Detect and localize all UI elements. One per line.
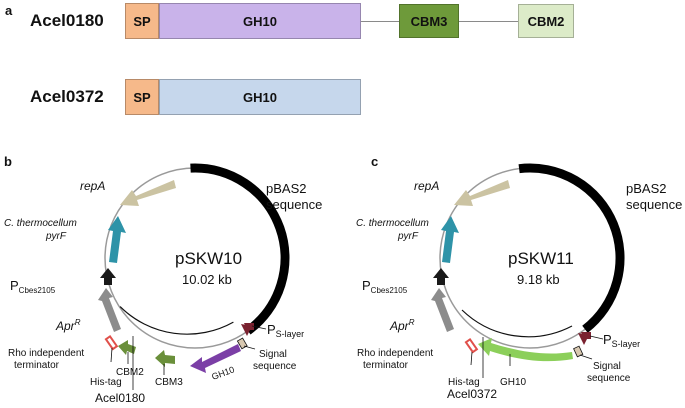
panel-label-b: b [4,154,12,169]
gh10-arrow-b [190,344,241,373]
cbm3-domain-acel0180: CBM3 [399,4,459,38]
his-tag-label-b: His-tag [90,377,122,388]
panel-label-a: a [5,3,13,18]
pbas2-label-line2-b: sequence [266,197,322,212]
leader-s-layer-b [251,325,267,330]
repA-arrow-c [454,180,510,206]
pyrF-label-line1-b: C. thermocellum [4,218,77,229]
aprR-arrow-b [98,288,121,332]
terminator-label-line2-c: terminator [363,360,409,371]
gene-name-acel0372: Acel0372 [30,87,104,106]
pyrF-arrow-c [441,216,459,263]
gh10-label-b: GH10 [210,364,236,381]
signal-sequence-box-c [573,345,584,358]
cbm3-arrow-b [155,350,175,367]
leader-signal-b [243,345,256,350]
pyrF-label-line2-c: pyrF [397,231,419,242]
plasmid-name-c: pSKW11 [508,249,574,268]
signal-label-line2-c: sequence [587,373,631,384]
promoter-cbes-label-b: PCbes2105 [10,278,56,295]
plasmid-b: pSKW10 10.02 kb pBAS2 sequence repA C. t… [4,163,322,405]
s-layer-promoter-arrow-body-c [581,332,591,339]
pyrF-label-line1-c: C. thermocellum [356,218,429,229]
leader-his-tag-b [110,347,113,363]
plasmid-size-c: 9.18 kb [517,272,560,287]
aprR-arrow-c [431,288,454,332]
signal-label-line1-c: Signal [593,361,621,372]
plasmid-size-b: 10.02 kb [182,272,232,287]
gh10-domain-acel0180: GH10 [159,3,361,39]
plasmid-name-b: pSKW10 [175,249,242,268]
terminator-marker-b [104,334,119,351]
gh10-arrow-c [478,338,573,362]
pbas2-label-line1-b: pBAS2 [266,181,306,196]
cbm3-label-b: CBM3 [155,377,183,388]
sp-domain-acel0180: SP [125,3,159,39]
terminator-label-line1-b: Rho independent [8,348,84,359]
pyrF-label-line2-b: pyrF [45,231,67,242]
leader-his-tag-c [470,351,473,366]
promoter-cbes-label-c: PCbes2105 [362,278,408,295]
pbas2-arc-c [518,163,625,333]
cbm2-label-b: CBM2 [116,367,144,378]
gene-name-acel0180: Acel0180 [30,11,104,30]
signal-label-line2-b: sequence [253,361,297,372]
promoter-cbes-arrow-c [433,268,449,285]
sp-domain-acel0372: SP [125,79,159,115]
repA-label-b: repA [80,179,105,193]
s-layer-label-c: PS-layer [603,332,640,349]
repA-label-c: repA [414,179,439,193]
cbm2-arrow-b [118,340,136,355]
his-tag-label-c: His-tag [448,377,480,388]
plasmid-c: pSKW11 9.18 kb pBAS2 sequence repA C. th… [356,163,682,401]
panel-label-c: c [371,154,378,169]
cbm2-domain-acel0180: CBM2 [518,4,574,38]
terminator-label-line2-b: terminator [14,360,60,371]
pbas2-label-line2-c: sequence [626,197,682,212]
signal-label-line1-b: Signal [259,349,287,360]
insert-bracket-b [119,306,234,335]
leader-signal-c [579,354,593,360]
gh10-label-c: GH10 [500,377,527,388]
insert-bracket-c [461,309,573,338]
pyrF-arrow-b [108,216,126,263]
s-layer-label-b: PS-layer [267,322,304,339]
gene-label-b: Acel0180 [95,391,145,405]
aprR-label-c: AprR [389,318,415,333]
terminator-marker-c [464,337,479,354]
repA-arrow-b [120,180,176,206]
pbas2-arc-b [190,163,290,335]
pbas2-label-line1-c: pBAS2 [626,181,666,196]
s-layer-promoter-arrow-body-b [244,323,254,330]
gene-label-c: Acel0372 [447,387,497,401]
aprR-label-b: AprR [55,318,81,333]
terminator-label-line1-c: Rho independent [357,348,433,359]
leader-s-layer-c [589,335,604,340]
promoter-cbes-arrow-b [100,268,116,285]
gh10-domain-acel0372: GH10 [159,79,361,115]
